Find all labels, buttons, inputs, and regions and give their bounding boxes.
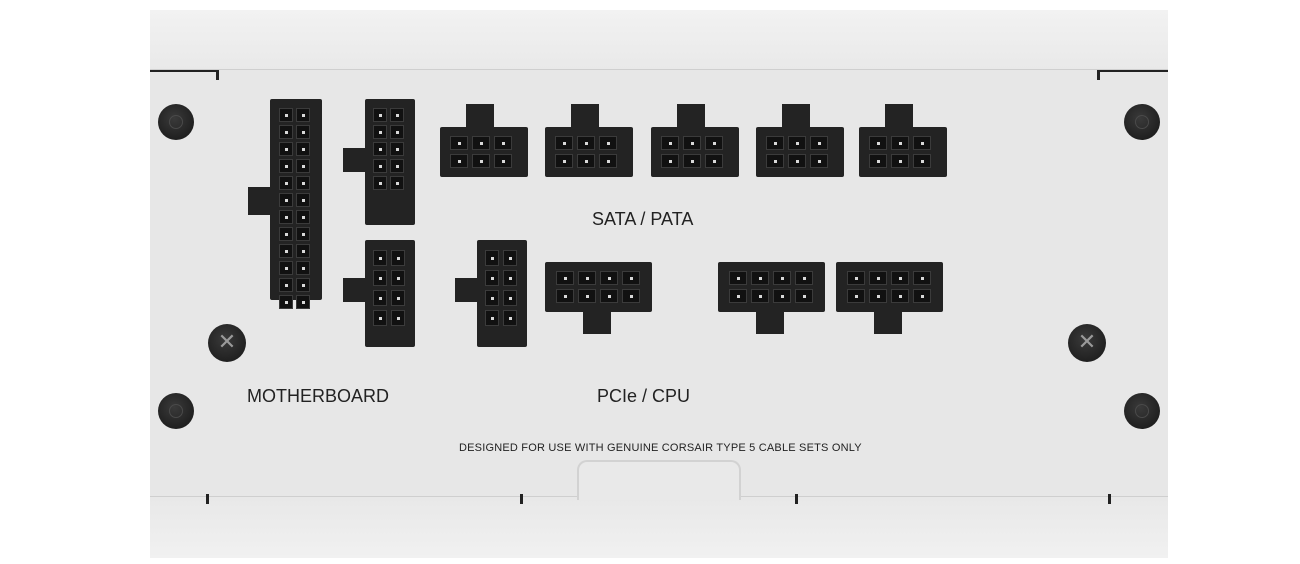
connector-latch	[343, 148, 367, 172]
sata-pata-label: SATA / PATA	[592, 209, 694, 229]
connector-latch	[874, 310, 902, 334]
pin-grid	[373, 108, 404, 190]
bottom-edge	[150, 496, 1168, 558]
connector-latch	[583, 310, 611, 334]
edge-tick	[1097, 70, 1100, 80]
pin-grid	[485, 250, 517, 326]
cross-screw-icon: ✕	[1068, 324, 1106, 362]
top-edge	[150, 10, 1168, 70]
pcie-cpu-label: PCIe / CPU	[597, 386, 691, 406]
pin-grid	[869, 136, 931, 168]
pin-grid	[279, 108, 310, 309]
connector-latch	[466, 104, 494, 129]
edge-tick	[520, 494, 523, 504]
cable-notice-label: DESIGNED FOR USE WITH GENUINE CORSAIR TY…	[459, 442, 862, 454]
edge-tick	[795, 494, 798, 504]
pin-grid	[847, 271, 931, 303]
edge-tick	[206, 494, 209, 504]
latch-tab	[577, 460, 741, 500]
pin-grid	[373, 250, 405, 326]
edge-tick	[150, 70, 218, 72]
pin-grid	[556, 271, 640, 303]
motherboard-label: MOTHERBOARD	[247, 386, 390, 406]
pin-grid	[766, 136, 828, 168]
cross-screw-icon: ✕	[208, 324, 246, 362]
round-screw-icon	[158, 104, 194, 140]
pin-grid	[661, 136, 723, 168]
connector-latch	[756, 310, 784, 334]
connector-latch	[248, 187, 272, 215]
pin-grid	[555, 136, 617, 168]
pin-grid	[450, 136, 512, 168]
edge-tick	[1108, 494, 1111, 504]
connector-latch	[571, 104, 599, 129]
round-screw-icon	[1124, 104, 1160, 140]
connector-latch	[885, 104, 913, 129]
connector-latch	[343, 278, 367, 302]
round-screw-icon	[158, 393, 194, 429]
edge-tick	[1098, 70, 1168, 72]
connector-latch	[455, 278, 479, 302]
connector-latch	[677, 104, 705, 129]
connector-latch	[782, 104, 810, 129]
round-screw-icon	[1124, 393, 1160, 429]
edge-tick	[216, 70, 219, 80]
pin-grid	[729, 271, 813, 303]
